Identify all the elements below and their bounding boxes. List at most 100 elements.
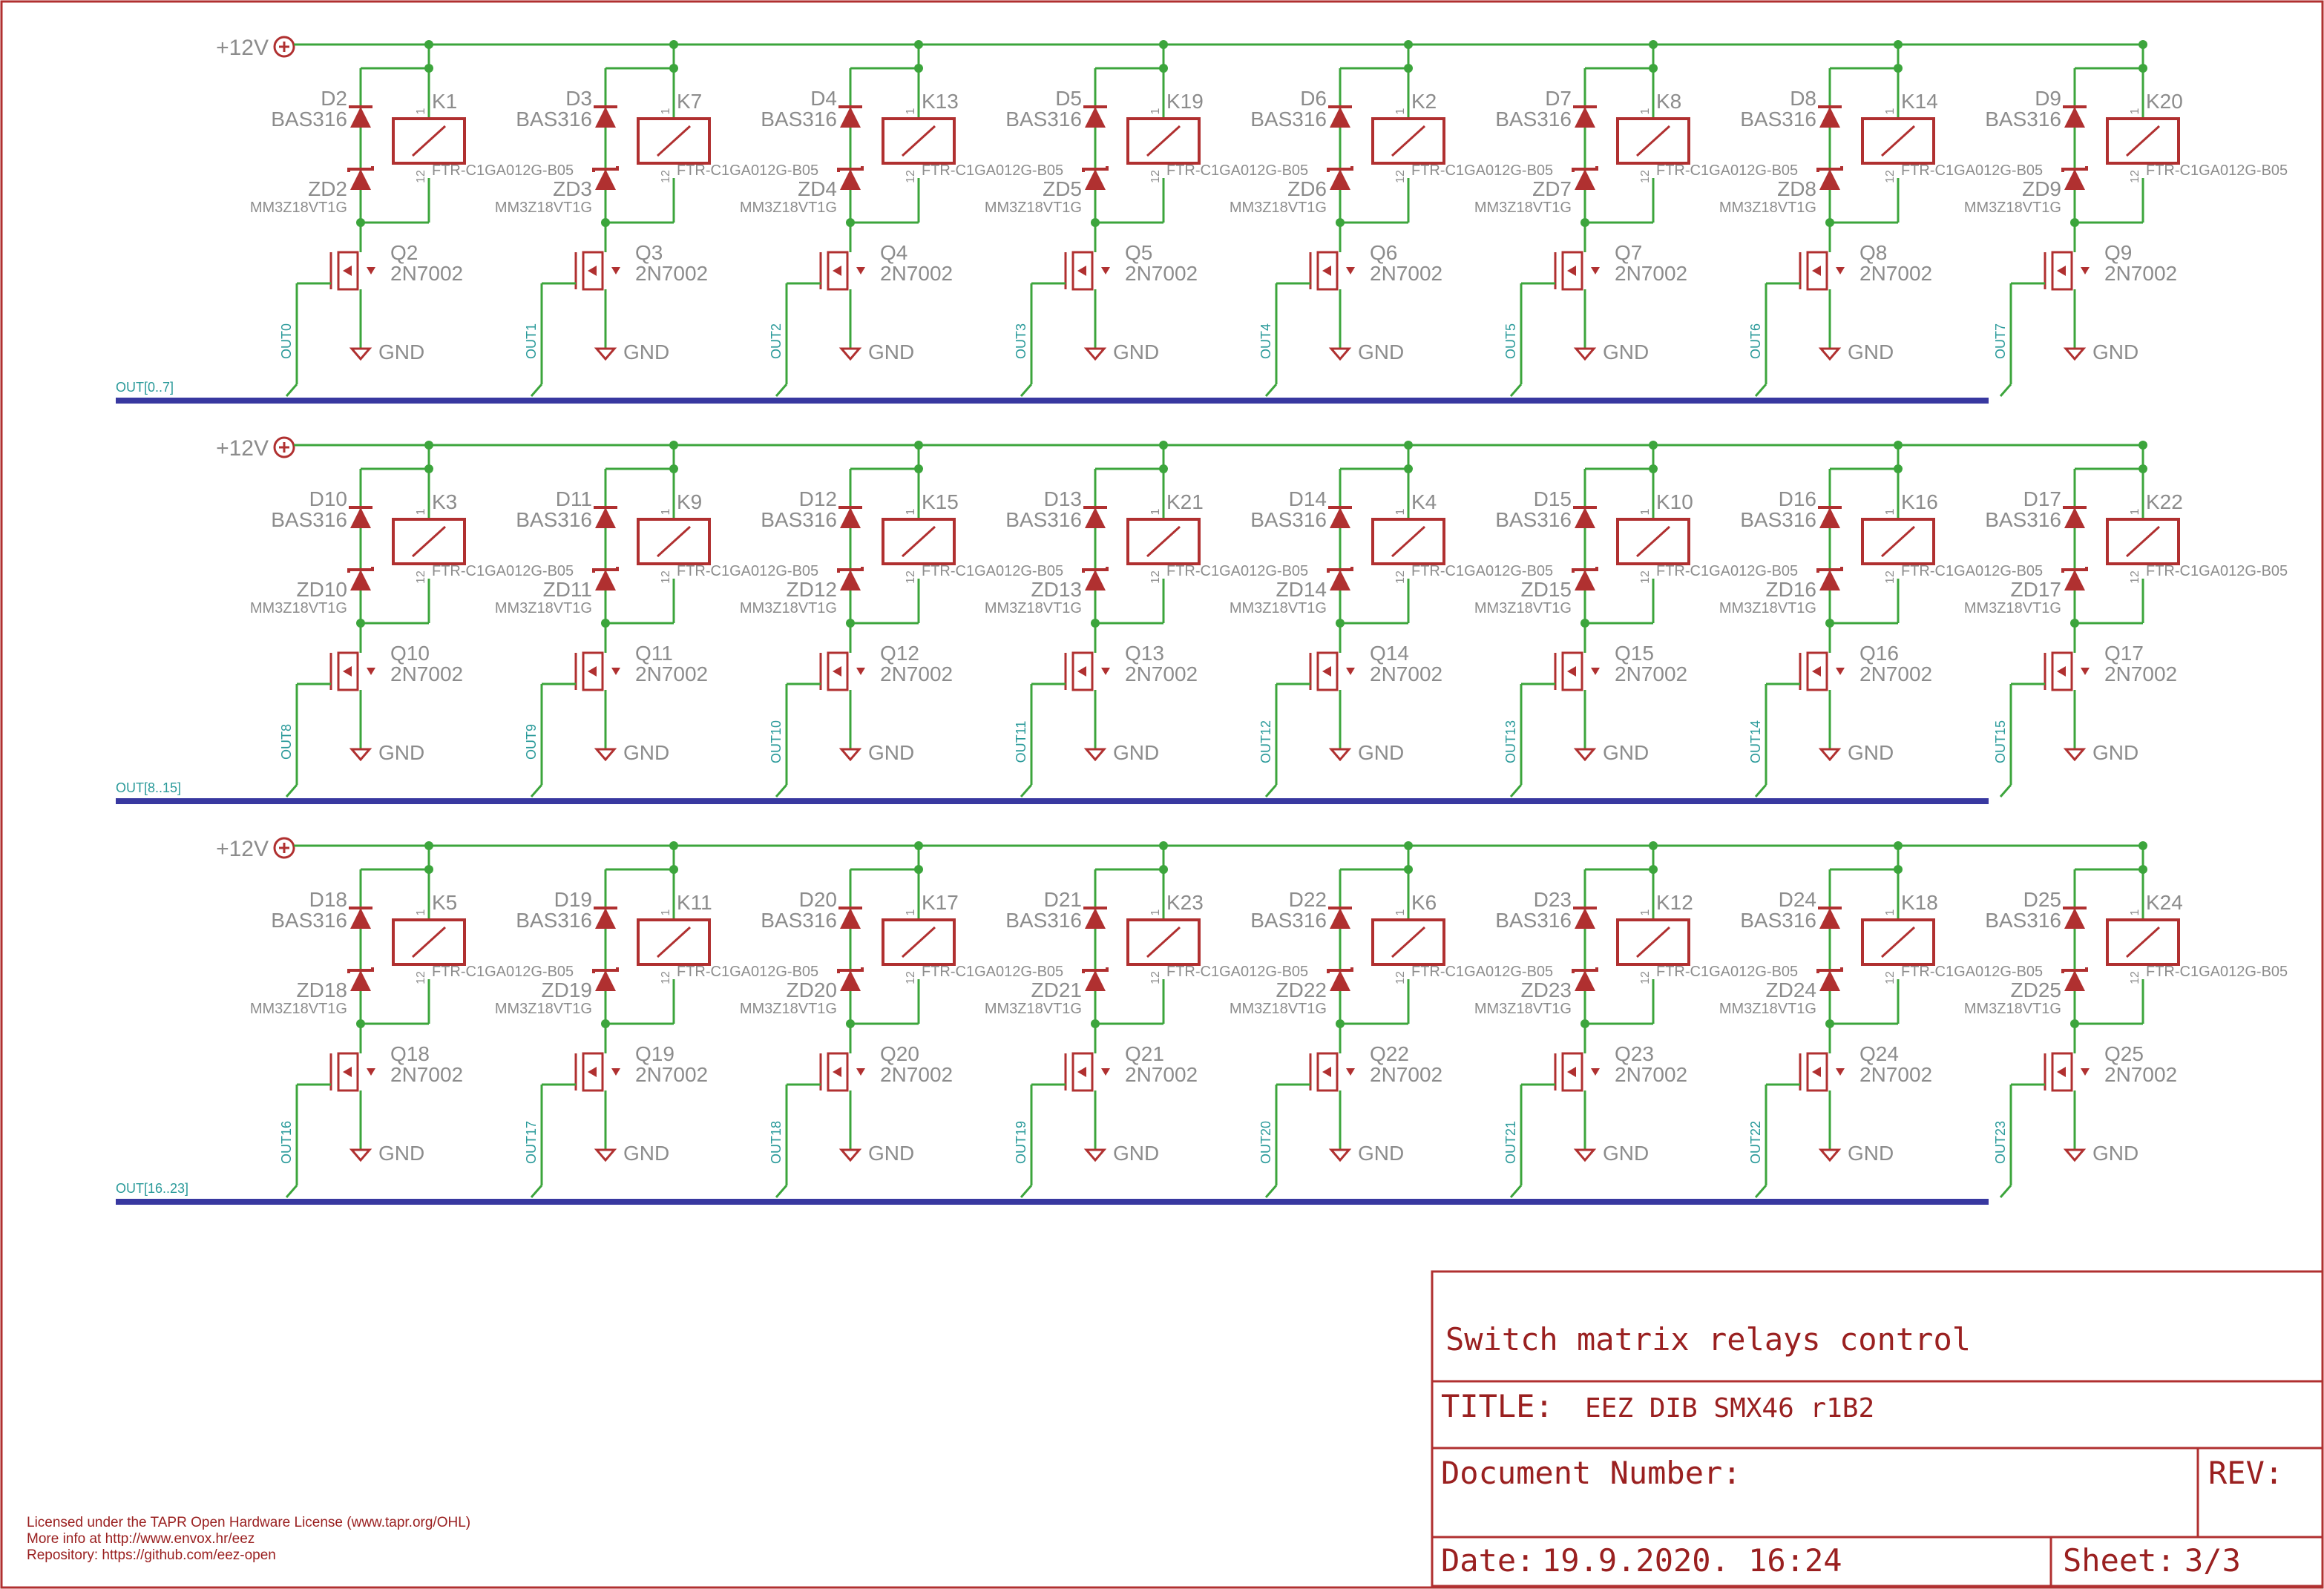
diode-designator: D4: [810, 87, 837, 110]
mosfet-arrow-icon: [588, 266, 597, 276]
ground-label: GND: [2092, 741, 2138, 764]
mosfet-body-diode-icon: [1101, 668, 1110, 675]
relay-pin-12: 12: [1149, 971, 1162, 984]
zener-bar: [1327, 567, 1353, 573]
mosfet-part: 2N7002: [1370, 1063, 1442, 1086]
junction-dot: [669, 64, 678, 73]
diode-designator: D17: [2023, 487, 2061, 510]
zener-diode-icon: [595, 970, 616, 991]
relay-pin-12: 12: [1639, 170, 1652, 183]
relay-pin-1: 1: [1149, 108, 1162, 114]
relay-pin-1: 1: [905, 108, 917, 114]
diode-icon: [1819, 507, 1840, 528]
relay-coil-icon: [637, 918, 711, 966]
zener-part: MM3Z18VT1G: [1719, 600, 1816, 616]
junction-dot: [914, 64, 923, 73]
ground-label: GND: [1113, 1142, 1159, 1165]
relay-designator: K24: [2146, 891, 2183, 914]
relay-designator: K16: [1901, 490, 1938, 513]
zener-bar: [592, 967, 619, 973]
diode-part: BAS316: [1250, 108, 1327, 131]
diode-icon: [595, 507, 616, 528]
zener-part: MM3Z18VT1G: [1474, 600, 1572, 616]
ground-icon: [1818, 1148, 1842, 1162]
bus-entry: [1264, 384, 1278, 397]
zener-part: MM3Z18VT1G: [495, 600, 592, 616]
ground-label: GND: [1358, 1142, 1404, 1165]
net-label: OUT7: [1993, 323, 2008, 359]
relay-coil-slash: [656, 125, 692, 157]
relay-coil-slash: [2125, 525, 2161, 558]
relay-pin-1: 1: [2129, 508, 2141, 515]
zener-part: MM3Z18VT1G: [1474, 200, 1572, 216]
mosfet-body-diode-icon: [2081, 267, 2090, 274]
relay-part: FTR-C1GA012G-B05: [1901, 964, 2043, 980]
relay-coil-slash: [1391, 125, 1426, 157]
relay-designator: K1: [432, 90, 457, 113]
diode-designator: D8: [1790, 87, 1816, 110]
mosfet-arrow-icon: [1812, 1067, 1821, 1077]
net-label: OUT9: [524, 724, 539, 760]
relay-pin-12: 12: [1639, 971, 1652, 984]
relay-part: FTR-C1GA012G-B05: [677, 162, 818, 179]
diode-designator: D10: [309, 487, 347, 510]
mosfet-body-diode-icon: [1346, 1068, 1355, 1076]
net-label: OUT18: [769, 1121, 784, 1164]
mosfet-arrow-icon: [1567, 666, 1576, 677]
relay-coil-slash: [1146, 525, 1181, 558]
channel-2-3: 112D21BAS316ZD21MM3Z18VT1GK23FTR-C1GA012…: [985, 841, 1308, 1198]
relay-pin-1: 1: [1639, 108, 1652, 114]
relay-designator: K18: [1901, 891, 1938, 914]
channel-1-7: 112D17BAS316ZD17MM3Z18VT1GK22FTR-C1GA012…: [1964, 441, 2288, 797]
diode-designator: D6: [1300, 87, 1327, 110]
junction-dot: [424, 64, 433, 73]
ground-icon: [838, 347, 862, 361]
channel-1-1: 112D11BAS316ZD11MM3Z18VT1GK9FTR-C1GA012G…: [495, 441, 818, 797]
net-label: OUT8: [279, 724, 294, 760]
zener-designator: ZD7: [1532, 177, 1572, 200]
ground-icon: [1328, 347, 1352, 361]
diode-icon: [1819, 107, 1840, 128]
ground-icon: [1083, 1148, 1107, 1162]
diode-part: BAS316: [1985, 108, 2061, 131]
diode-icon: [840, 107, 861, 128]
bus-entry: [1020, 784, 1033, 797]
relay-pin-1: 1: [905, 909, 917, 915]
relay-designator: K6: [1411, 891, 1437, 914]
junction-dot: [424, 865, 433, 874]
channel-1-0: 112D10BAS316ZD10MM3Z18VT1GK3FTR-C1GA012G…: [250, 441, 574, 797]
channel-1-2: 112D12BAS316ZD12MM3Z18VT1GK15FTR-C1GA012…: [740, 441, 1063, 797]
title-label: TITLE:: [1441, 1388, 1554, 1424]
diode-icon: [350, 507, 371, 528]
ground-icon: [838, 748, 862, 762]
relay-coil-slash: [901, 125, 936, 157]
diode-designator: D3: [565, 87, 592, 110]
relay-part: FTR-C1GA012G-B05: [677, 563, 818, 579]
zener-bar: [837, 166, 864, 172]
circuit-row-1: +12VOUT[8..15]112D10BAS316ZD10MM3Z18VT1G…: [116, 436, 2288, 804]
relay-pin-1: 1: [1149, 909, 1162, 915]
diode-part: BAS316: [516, 909, 592, 932]
diode-designator: D11: [556, 487, 592, 510]
relay-part: FTR-C1GA012G-B05: [922, 563, 1063, 579]
relay-pin-12: 12: [1884, 170, 1897, 183]
bus-entry: [1020, 384, 1033, 397]
relay-pin-1: 1: [415, 108, 427, 114]
zener-designator: ZD6: [1287, 177, 1327, 200]
ground-label: GND: [1603, 340, 1649, 363]
net-label: OUT1: [524, 323, 539, 359]
zener-part: MM3Z18VT1G: [1964, 1001, 2061, 1017]
mosfet-part: 2N7002: [2104, 662, 2177, 685]
relay-designator: K8: [1656, 90, 1681, 113]
channel-2-5: 112D23BAS316ZD23MM3Z18VT1GK12FTR-C1GA012…: [1474, 841, 1798, 1198]
relay-pin-12: 12: [2129, 570, 2141, 584]
zener-diode-icon: [1330, 169, 1350, 190]
zener-diode-icon: [2064, 570, 2085, 590]
zener-part: MM3Z18VT1G: [985, 600, 1082, 616]
mosfet-body-diode-icon: [1346, 267, 1355, 274]
bus-entry: [1754, 784, 1767, 797]
mosfet-part: 2N7002: [635, 1063, 708, 1086]
relay-pin-1: 1: [660, 508, 672, 515]
mosfet-designator: Q22: [1370, 1042, 1409, 1065]
bus-entry: [530, 1185, 543, 1198]
